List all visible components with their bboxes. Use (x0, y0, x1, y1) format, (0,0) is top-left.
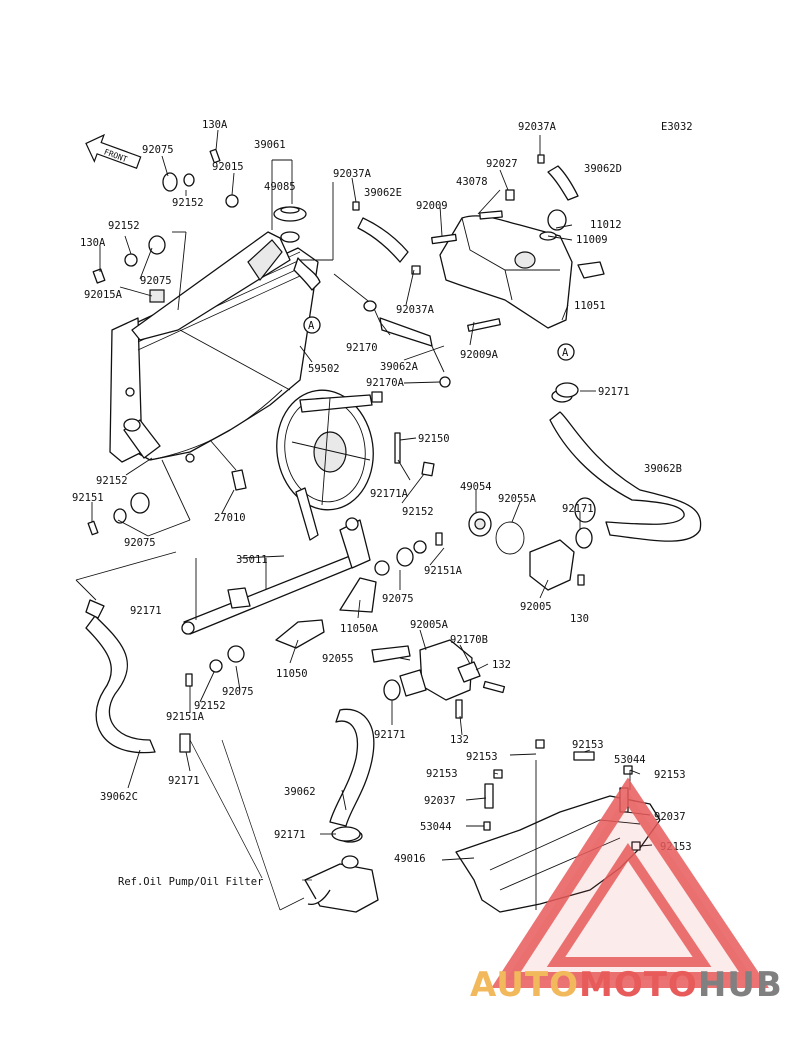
diagram-code: E3032 (661, 121, 693, 133)
part-label: 92171A (370, 488, 409, 500)
part-label: 92075 (222, 686, 254, 698)
part-label: 92151 (72, 492, 104, 504)
front-arrow-icon: FRONT (85, 133, 142, 169)
part-label: 132 (492, 659, 511, 671)
part-label: 92153 (466, 751, 498, 763)
part-label: 92170A (366, 377, 405, 389)
part-label: 39062E (364, 187, 402, 199)
fan-mount-bolts (394, 432, 435, 477)
part-label: 92171 (274, 829, 306, 841)
part-label: 130 (570, 613, 589, 625)
part-label: 39062C (100, 791, 138, 803)
reservoir-tank (431, 189, 605, 332)
part-label: 35011 (236, 554, 268, 566)
part-label: 92075 (124, 537, 156, 549)
part-label: 92171 (168, 775, 200, 787)
part-label: 92153 (426, 768, 458, 780)
part-label: 132 (450, 734, 469, 746)
fan-switch (209, 439, 247, 491)
part-label: 92005A (410, 619, 449, 631)
radiator (109, 231, 321, 463)
part-label: 39062A (380, 361, 419, 373)
part-label: 49016 (394, 853, 426, 865)
part-label: 92055A (498, 493, 537, 505)
part-label: 92170B (450, 634, 488, 646)
grommet-set-top (92, 148, 239, 303)
brackets (275, 577, 377, 649)
svg-text:A: A (562, 347, 569, 359)
part-label: 92075 (382, 593, 414, 605)
part-label: 92005 (520, 601, 552, 613)
radiator-cap (273, 206, 307, 243)
part-label: 92152 (96, 475, 128, 487)
thermostat-housing (468, 511, 593, 591)
part-label: 11009 (576, 234, 608, 246)
part-label: 92152 (172, 197, 204, 209)
callout-a-lower: A (557, 343, 575, 361)
callout-a-upper: A (303, 316, 321, 334)
radiator-support-frame (181, 517, 371, 635)
water-pump (304, 829, 379, 913)
part-label: 92037A (518, 121, 557, 133)
part-label: 49085 (264, 181, 296, 193)
part-label: 92037A (333, 168, 372, 180)
part-label: 92151A (166, 711, 205, 723)
part-labels: 130A 92075 39061 92015 49085 92152 92037… (72, 119, 692, 865)
watermark-logo (491, 777, 769, 988)
hose-39062 (329, 708, 375, 827)
part-label: 39062 (284, 786, 316, 798)
part-label: 49054 (460, 481, 492, 493)
part-label: 92009 (416, 200, 448, 212)
part-label: 92171 (598, 386, 630, 398)
part-label: 92015 (212, 161, 244, 173)
part-label: 53044 (614, 754, 646, 766)
part-label: 92153 (654, 769, 686, 781)
cooling-fan (276, 389, 383, 541)
part-label: 43078 (456, 176, 488, 188)
part-label: 92015A (84, 289, 123, 301)
watermark-text: AUTOMOTOHUB (470, 965, 783, 1005)
ref-note: Ref.Oil Pump/Oil Filter (118, 876, 263, 888)
part-label: 92170 (346, 342, 378, 354)
part-label: 11050A (340, 623, 379, 635)
part-label: 92152 (194, 700, 226, 712)
part-label: 92153 (572, 739, 604, 751)
svg-text:A: A (308, 320, 315, 332)
part-label: 92037A (396, 304, 435, 316)
part-label: 11012 (590, 219, 622, 231)
reference-lines (189, 739, 312, 911)
part-label: 92037 (654, 811, 686, 823)
part-label: 59502 (308, 363, 340, 375)
part-label: 92009A (460, 349, 499, 361)
part-label: 92171 (374, 729, 406, 741)
part-label: 130A (202, 119, 228, 131)
water-pump-cover (371, 639, 506, 719)
part-label: 92171 (562, 503, 594, 515)
part-label: 92055 (322, 653, 354, 665)
part-label: 53044 (420, 821, 452, 833)
grommet-set-middle (87, 492, 443, 687)
part-label: 92150 (418, 433, 450, 445)
watermark-text-auto: AUTO (470, 965, 579, 1005)
part-label: 39061 (254, 139, 286, 151)
part-label: 92037 (424, 795, 456, 807)
part-label: 130A (80, 237, 106, 249)
part-label: 92152 (402, 506, 434, 518)
part-label: 27010 (214, 512, 246, 524)
part-label: 92075 (142, 144, 174, 156)
part-label: 11050 (276, 668, 308, 680)
part-label: 92151A (424, 565, 463, 577)
part-label: 39062B (644, 463, 682, 475)
part-label: 92152 (108, 220, 140, 232)
part-label: 92075 (140, 275, 172, 287)
part-label: 92027 (486, 158, 518, 170)
part-label: 11051 (574, 300, 606, 312)
watermark-text-hub: HUB (698, 965, 783, 1005)
hose-39062C (85, 599, 156, 754)
watermark-text-moto: MOTO (579, 965, 698, 1005)
part-label: 39062D (584, 163, 622, 175)
part-label: 92171 (130, 605, 162, 617)
